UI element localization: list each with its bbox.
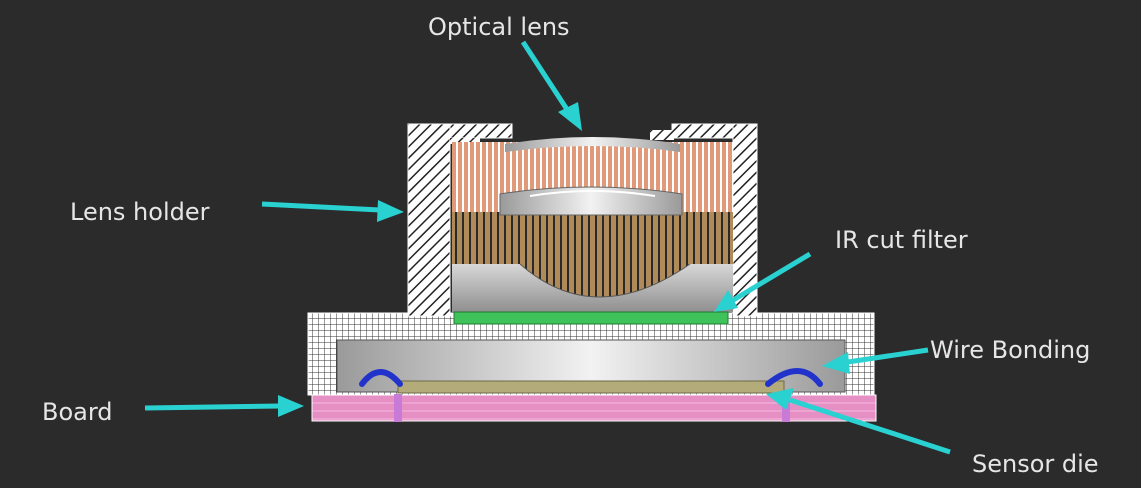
label-ir-cut-filter: IR cut filter — [835, 226, 968, 254]
ir-cut-filter-shape — [453, 311, 729, 325]
arrow-board — [144, 395, 304, 417]
arrows — [144, 40, 951, 455]
label-wire-bonding: Wire Bonding — [930, 336, 1091, 364]
label-sensor-die: Sensor die — [972, 450, 1099, 478]
label-board: Board — [42, 398, 113, 426]
arrow-lens-holder — [261, 200, 404, 222]
arrow-wire-bonding — [822, 347, 929, 374]
arrow-ir-cut-filter — [714, 251, 812, 312]
arrow-optical-lens — [520, 40, 582, 131]
sensor-die-shape — [397, 380, 785, 394]
optical-lens-lower — [452, 263, 733, 312]
label-optical-lens: Optical lens — [428, 13, 570, 41]
wire-bonds — [359, 368, 823, 387]
lens-holder-shape — [407, 123, 758, 317]
optical-lens-middle — [452, 186, 733, 264]
label-lens-holder: Lens holder — [70, 198, 210, 226]
arrow-sensor-die — [766, 388, 951, 455]
